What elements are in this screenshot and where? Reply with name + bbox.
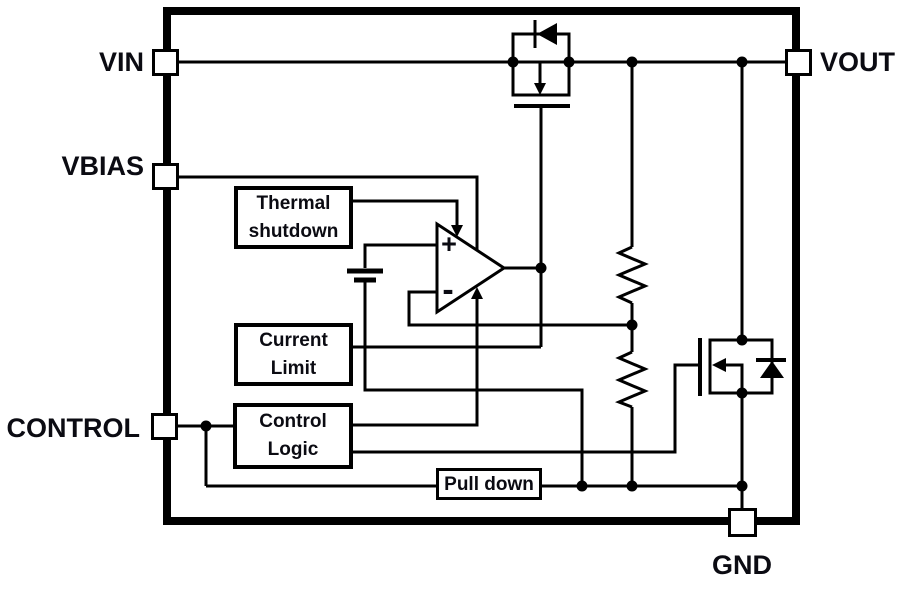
current-limit-label-line2: Limit [270,357,317,379]
vbias-pin-label: VBIAS [61,151,144,181]
junction-dot [736,387,748,399]
junction-dot [576,480,588,492]
pulldown-fet-body-diode [760,361,784,378]
vbias-pin [152,163,179,190]
junction-dot [626,319,638,331]
junction-dot [563,56,575,68]
junction-dot [626,480,638,492]
feedback-wire [407,290,632,327]
thermal-shutdown-arrowhead [451,225,463,237]
chip-outline [163,7,800,525]
control-logic-label-line2: Logic [267,439,319,460]
gnd-pin [728,508,757,537]
thermal-shutdown-label-line1: Thermal [256,192,331,214]
gnd-pin-label: GND [712,550,772,580]
thermal-shutdown-block: Thermal shutdown [234,186,353,249]
feedback-divider-top-resistor [615,245,649,305]
junction-dot [200,420,212,432]
amp-enable-arrowhead [471,287,483,299]
pulldown-fet-arrowhead [712,358,726,372]
thermal-shutdown-label-line2: shutdown [248,220,339,242]
thermal-shutdown-output-wire [353,199,459,225]
junction-dot [626,56,638,68]
pass-fet-source-arrowhead [534,83,546,95]
control-logic-block: Control Logic [233,403,353,469]
junction-dots [200,56,748,492]
vin-pin [152,49,179,76]
current-limit-block: Current Limit [234,323,353,386]
vout-pin [785,49,812,76]
pass-fet-body-diode [537,23,557,45]
feedback-divider-bottom-resistor [614,350,649,409]
opamp-plus-label: + [441,229,457,259]
current-limit-label-line1: Current [259,329,328,351]
junction-dot [507,56,519,68]
junction-dot [535,262,547,274]
pulldown-fet-body [708,338,774,395]
reference-ground-wire [363,282,584,486]
error-amplifier [435,221,507,315]
junction-dot [736,480,748,492]
vin-pin-label: VIN [98,47,144,77]
control-logic-label-line1: Control [259,411,327,432]
pulldown-fet-source-path [726,363,744,393]
control-logic-to-nmos-gate-wire [353,363,700,454]
control-pin-label: CONTROL [6,413,140,443]
control-logic-to-amp-wire [353,299,479,427]
junction-dot [736,334,748,346]
junction-dot [736,56,748,68]
vout-pin-label: VOUT [820,47,896,77]
opamp-minus-label: - [442,271,453,309]
pull-down-block: Pull down [436,468,542,500]
vbias-wire [179,175,479,250]
pull-down-label: Pull down [444,473,534,495]
control-pin [151,413,178,440]
plus-input-wire [363,243,437,268]
